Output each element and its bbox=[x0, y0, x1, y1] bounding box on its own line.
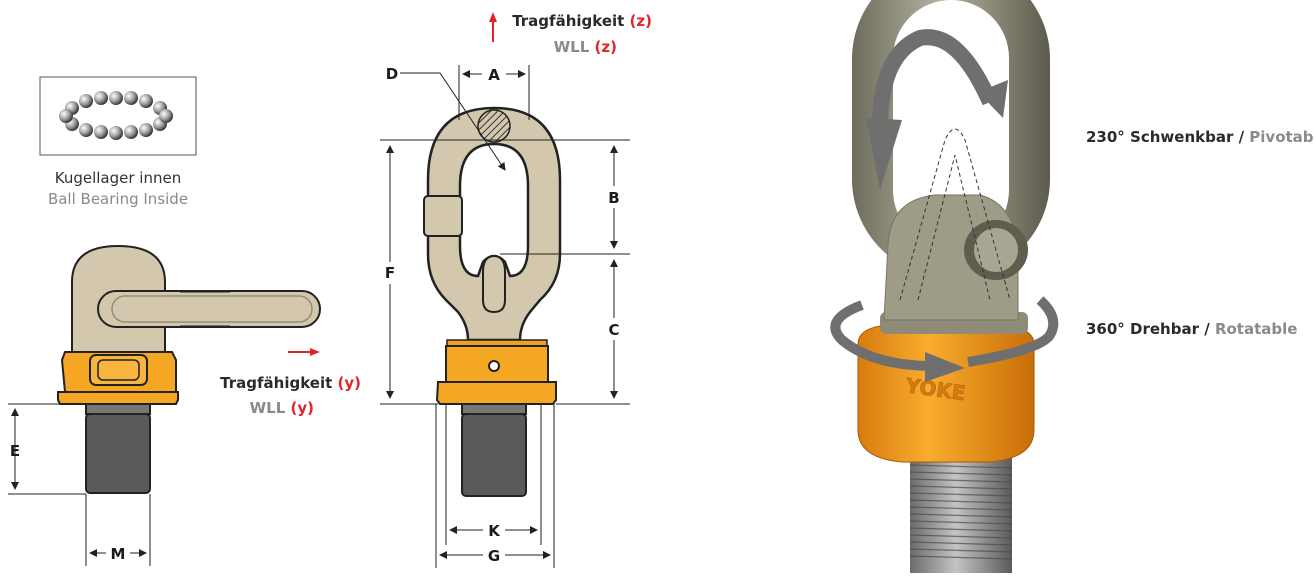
dimension-e: E bbox=[8, 403, 86, 495]
dimension-m: M bbox=[85, 494, 151, 566]
rotate-arrow-icon bbox=[830, 296, 1059, 382]
dim-label-a: A bbox=[488, 66, 500, 84]
dim-label-c: C bbox=[608, 321, 619, 339]
load-y-label-en: WLL (y) bbox=[250, 399, 314, 417]
dimension-d: D bbox=[386, 65, 506, 171]
dimension-c: C bbox=[556, 259, 630, 405]
dim-label-e: E bbox=[10, 442, 20, 460]
dimension-g: G bbox=[435, 404, 555, 568]
load-y-label-de: Tragfähigkeit (y) bbox=[220, 374, 361, 392]
ball-bearing-ring-icon bbox=[59, 91, 173, 140]
ball-bearing-box bbox=[39, 76, 197, 156]
bearing-label-de: Kugellager innen bbox=[55, 169, 181, 187]
product-photo: YOKE bbox=[830, 0, 1059, 573]
pivot-arrow-icon bbox=[866, 29, 1008, 190]
load-z-label-de: Tragfähigkeit (z) bbox=[512, 12, 652, 30]
dimension-f: F bbox=[380, 139, 494, 405]
dim-label-f: F bbox=[385, 264, 395, 282]
front-view-drawing bbox=[423, 106, 562, 497]
bearing-label-en: Ball Bearing Inside bbox=[48, 190, 188, 208]
dim-label-d: D bbox=[386, 65, 398, 83]
dim-label-b: B bbox=[608, 189, 619, 207]
red-arrow-right-icon bbox=[288, 348, 320, 356]
red-arrow-up-icon bbox=[489, 12, 497, 42]
side-view-drawing bbox=[57, 244, 321, 494]
pivot-label: 230° Schwenkbar / Pivotable bbox=[1086, 128, 1314, 146]
dim-label-g: G bbox=[488, 547, 500, 565]
rotate-label: 360° Drehbar / Rotatable bbox=[1086, 320, 1297, 338]
dimension-b: B bbox=[494, 139, 630, 255]
dim-label-k: K bbox=[488, 522, 501, 540]
load-z-label-en: WLL (z) bbox=[554, 38, 617, 56]
dim-label-m: M bbox=[111, 545, 126, 563]
dimension-a: A bbox=[458, 65, 530, 120]
dimension-k: K bbox=[445, 404, 542, 545]
